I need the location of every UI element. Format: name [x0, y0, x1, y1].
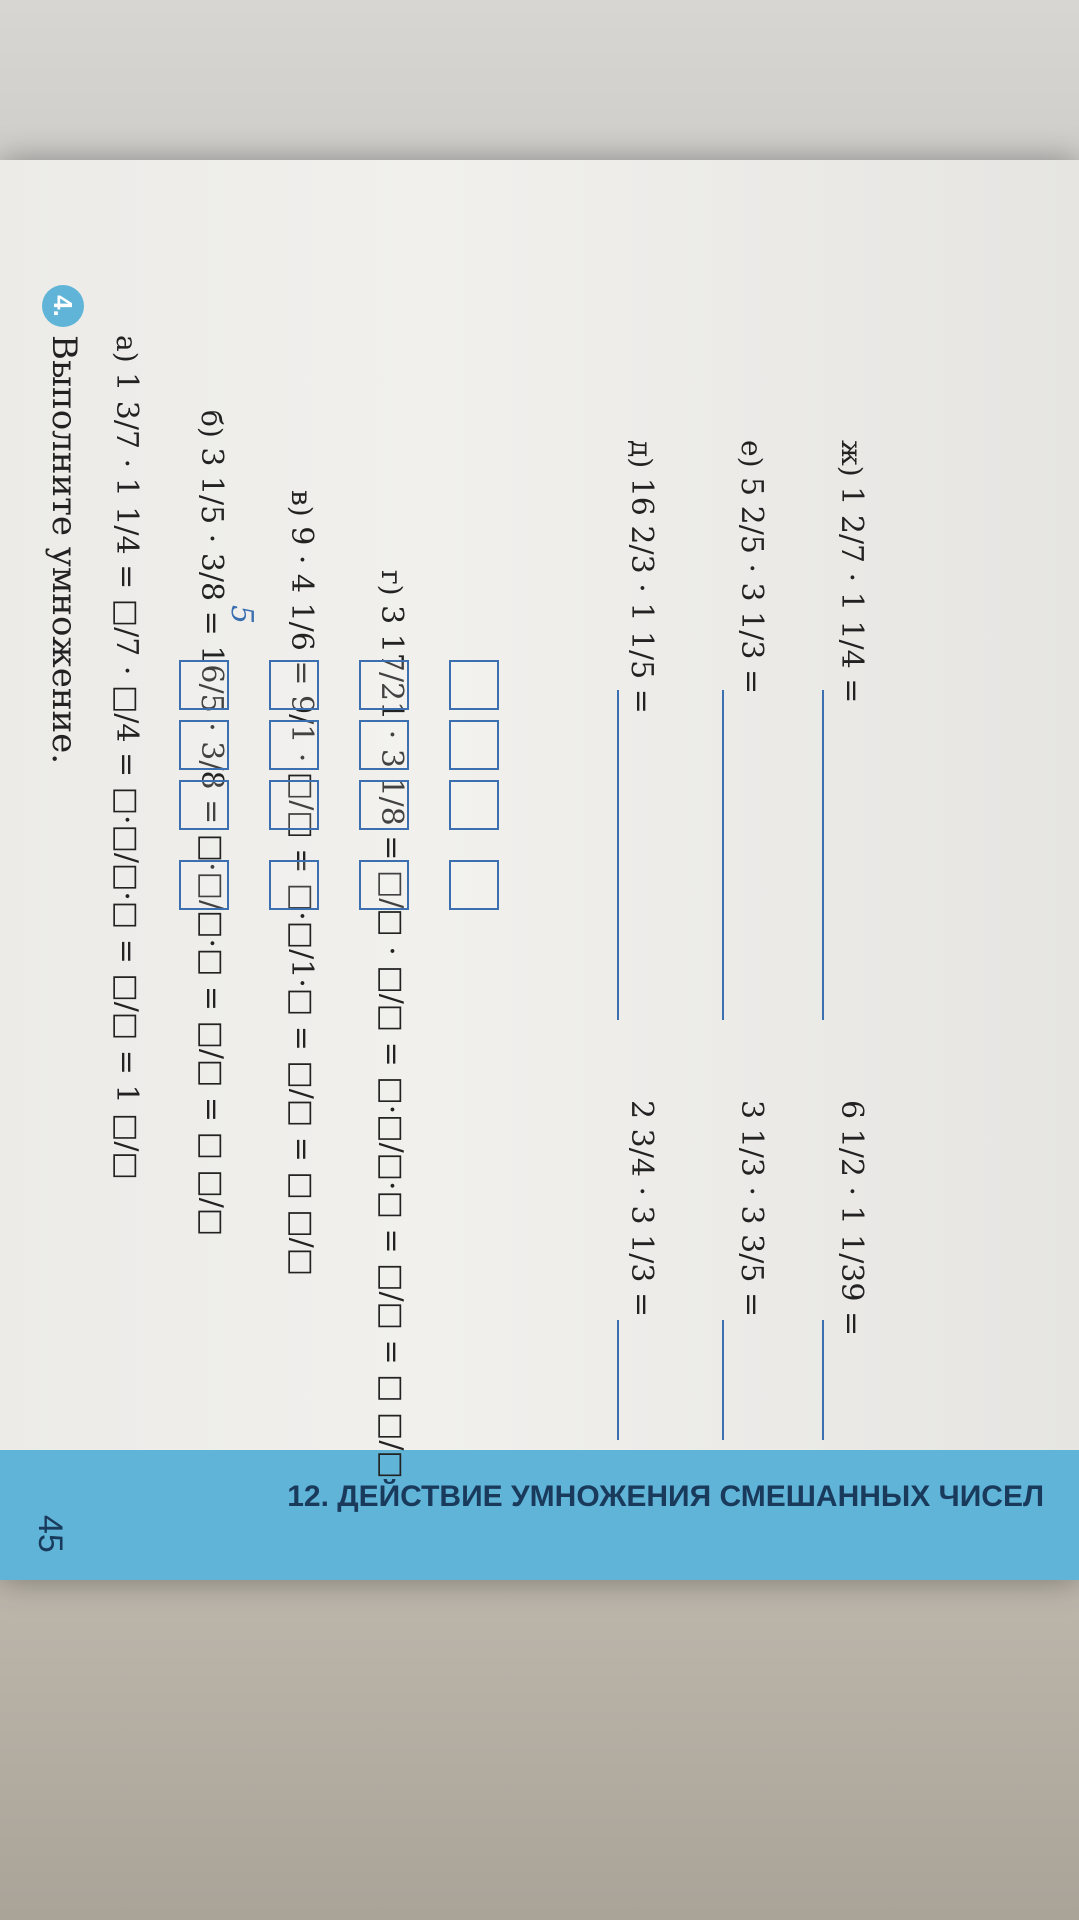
exercise-expression: 3 1/5 · 3/8 = 16/5 · 3/8 = □·□/□·□ = □/□… [194, 447, 229, 1237]
answer-line[interactable] [722, 1320, 724, 1440]
exercise-label: д) [625, 440, 658, 469]
exercise-zh-right: 6 1/2 · 1 1/39 = [834, 1100, 869, 1336]
exercise-label: ж) [835, 440, 868, 477]
chapter-title: 12. ДЕЙСТВИЕ УМНОЖЕНИЯ СМЕШАННЫХ ЧИСЕЛ [287, 1480, 1044, 1513]
exercise-expression: 1 3/7 · 1 1/4 = □/7 · □/4 = □·□/□·□ = □/… [109, 372, 144, 1180]
answer-box[interactable] [179, 780, 229, 830]
answer-line[interactable] [722, 690, 724, 1020]
answer-box[interactable] [449, 660, 499, 710]
answer-box[interactable] [359, 660, 409, 710]
answer-box[interactable] [359, 780, 409, 830]
exercise-expression: 1 2/7 · 1 1/4 = [834, 486, 869, 704]
chapter-banner [0, 1450, 1079, 1580]
workbook-page: 12. ДЕЙСТВИЕ УМНОЖЕНИЯ СМЕШАННЫХ ЧИСЕЛ 4… [0, 160, 1079, 1580]
exercise-expression: 16 2/3 · 1 1/5 = [624, 477, 659, 714]
exercise-label: е) [735, 440, 768, 468]
exercise-expression: 6 1/2 · 1 1/39 = [834, 1100, 869, 1337]
exercise-expression: 3 1/3 · 3 3/5 = [734, 1100, 769, 1318]
desk-surface [0, 1580, 1079, 1920]
answer-box[interactable] [269, 720, 319, 770]
exercise-expression: 2 3/4 · 3 1/3 = [624, 1100, 659, 1318]
exercise-label: б) [195, 410, 228, 438]
exercise-zh: ж) 1 2/7 · 1 1/4 = [834, 440, 869, 703]
answer-box[interactable] [449, 720, 499, 770]
answer-box[interactable] [179, 720, 229, 770]
rotated-content: 12. ДЕЙСТВИЕ УМНОЖЕНИЯ СМЕШАННЫХ ЧИСЕЛ 4… [0, 160, 1079, 1580]
exercise-e: е) 5 2/5 · 3 1/3 = [734, 440, 769, 694]
answer-line[interactable] [822, 1320, 824, 1440]
exercise-label: а) [110, 335, 143, 363]
answer-box[interactable] [179, 660, 229, 710]
answer-box[interactable] [269, 780, 319, 830]
answer-box[interactable] [359, 720, 409, 770]
exercise-d: д) 16 2/3 · 1 1/5 = [624, 440, 659, 714]
answer-line[interactable] [822, 690, 824, 1020]
answer-box[interactable] [269, 860, 319, 910]
page-number: 45 [31, 1515, 69, 1553]
exercise-label: в) [285, 490, 318, 517]
answer-box[interactable] [359, 860, 409, 910]
answer-box[interactable] [449, 860, 499, 910]
answer-box[interactable] [269, 660, 319, 710]
handwritten-digit: 5 [224, 605, 259, 625]
task-title: Выполните умножение. [44, 335, 84, 765]
exercise-d-right: 2 3/4 · 3 1/3 = [624, 1100, 659, 1317]
exercise-a: а) 1 3/7 · 1 1/4 = □/7 · □/4 = □·□/□·□ =… [109, 335, 144, 1180]
exercise-label: г) [375, 570, 408, 596]
exercise-expression: 5 2/5 · 3 1/3 = [734, 477, 769, 695]
exercise-e-right: 3 1/3 · 3 3/5 = [734, 1100, 769, 1317]
task-number-badge: 4. [42, 285, 84, 327]
answer-box[interactable] [449, 780, 499, 830]
answer-box[interactable] [179, 860, 229, 910]
answer-line[interactable] [617, 690, 619, 1020]
answer-line[interactable] [617, 1320, 619, 1440]
